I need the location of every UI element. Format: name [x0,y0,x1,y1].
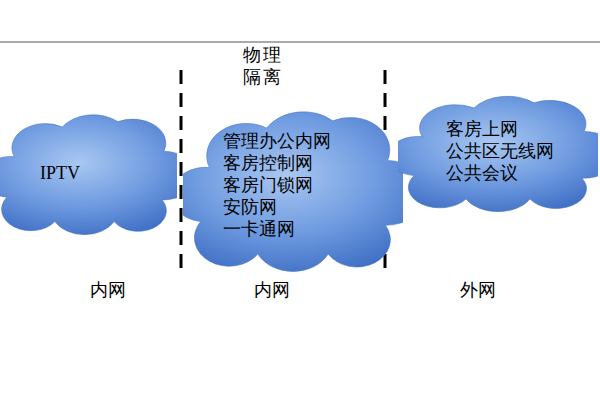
network-name: 一卡通网 [223,218,331,240]
network-name: 安防网 [223,196,331,218]
network-name: 客房控制网 [223,152,331,174]
network-name: 公共区无线网 [446,140,554,162]
network-name: 公共会议 [446,162,554,184]
cloud-text-group: 管理办公内网客房控制网客房门锁网安防网一卡通网 [223,130,331,240]
network-name: 客房门锁网 [223,174,331,196]
cloud-text-group: 客房上网公共区无线网公共会议 [446,118,554,184]
top-rule [0,42,600,43]
network-cloud: 客房上网公共区无线网公共会议 [398,82,598,212]
isolation-dash [180,70,183,276]
network-cloud: 管理办公内网客房控制网客房门锁网安防网一卡通网 [183,92,403,272]
zone-label: 外网 [448,279,508,301]
network-name: 客房上网 [446,118,554,140]
network-cloud: IPTV [0,100,177,235]
isolation-label: 物理 隔离 [234,44,292,88]
cloud-text-group: IPTV [40,162,80,184]
network-name: 管理办公内网 [223,130,331,152]
network-name: IPTV [40,162,80,184]
zone-label: 内网 [78,279,138,301]
cloud-shape [0,100,177,235]
zone-label: 内网 [242,279,302,301]
